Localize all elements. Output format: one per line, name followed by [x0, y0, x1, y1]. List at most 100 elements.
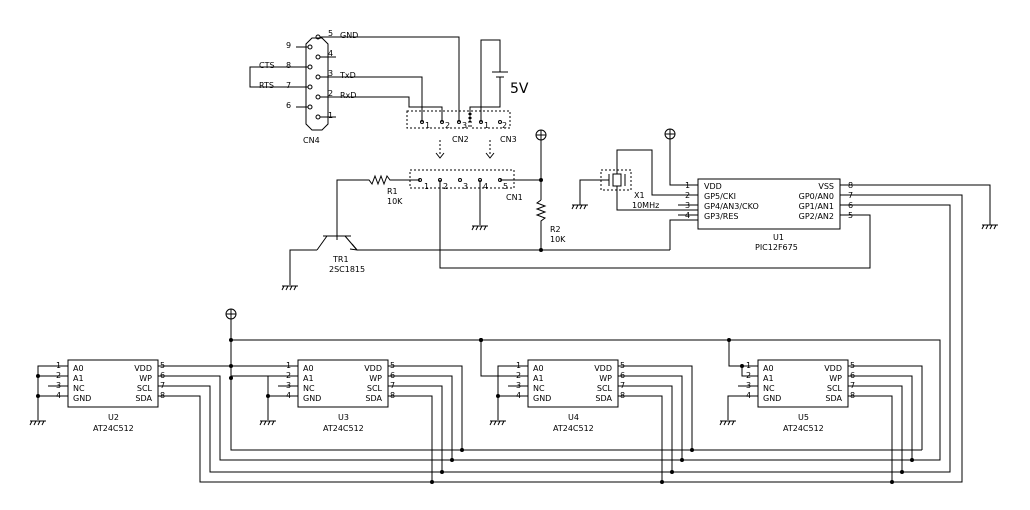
eeprom-bus-wires [408, 365, 923, 484]
u1-pin-1-num: 1 [685, 181, 690, 190]
supply-label: 5V [510, 81, 529, 97]
u4-pin-7-num: 7 [620, 381, 625, 390]
u5-pin-4-num: 4 [746, 391, 751, 400]
u4-pin-4-num: 4 [516, 391, 521, 400]
junction-dots [479, 338, 483, 342]
u4-pin-8-num: 8 [620, 391, 625, 400]
ground-symbol-u4 [489, 420, 506, 426]
u5-pin-1-name: A0 [763, 364, 774, 373]
eeprom-u5: 1 2 3 4 A0 A1 NC GND VDD WP SCL SDA 5 6 … [719, 338, 868, 433]
u3-pin-6-name: WP [369, 374, 382, 383]
cn4-pin-7-num: 7 [286, 81, 291, 90]
wire-vss-gnd [860, 184, 991, 225]
u2-pin-6-num: 6 [160, 371, 165, 380]
crystal-x1: X1 10MHz [579, 149, 698, 211]
u1-pin-7-name: GP0/AN0 [799, 192, 834, 201]
ground-symbol-tr1 [281, 285, 298, 291]
u2-pin-2-name: A1 [73, 374, 84, 383]
u1-pin-3-name: GP4/AN3/CKO [704, 202, 759, 211]
cn3-header: 1 2 CN3 [470, 110, 517, 144]
u2-pin-8-name: SDA [135, 394, 152, 403]
u1-pin-8-name: VSS [818, 182, 834, 191]
u5-ref: U5 [798, 413, 809, 422]
u5-pin-7-name: SCL [827, 384, 843, 393]
u2-pin-5-num: 5 [160, 361, 165, 370]
u5-pin-4-name: GND [763, 394, 781, 403]
wire-cn1-pin2-to-gp2 [439, 180, 871, 269]
eeprom-u3: 1 2 3 4 A0 A1 NC GND VDD WP SCL SDA 5 6 … [231, 359, 408, 433]
u1-pin-7-num: 7 [848, 191, 853, 200]
u4-pin-2-name: A1 [533, 374, 544, 383]
cn4-pin-2-num: 2 [328, 89, 333, 98]
cn1-ref: CN1 [506, 193, 523, 202]
cn4-pin-2-label: RxD [340, 91, 356, 100]
u1-pin-3-num: 3 [685, 201, 690, 210]
u4-pin-3-num: 3 [516, 381, 521, 390]
u5-pin-5-num: 5 [850, 361, 855, 370]
cn3-pin-1: 1 [484, 121, 489, 130]
u5-pin-2-num: 2 [746, 371, 751, 380]
r1-value: 10K [387, 197, 403, 206]
cn4-pin-6-num: 6 [286, 101, 291, 110]
u1-pin-1-name: VDD [704, 182, 722, 191]
u5-pin-2-name: A1 [763, 374, 774, 383]
wire-gp1 [180, 204, 951, 473]
battery-5v: 5V [469, 39, 529, 122]
u5-pin-1-num: 1 [746, 361, 751, 370]
u5-pin-8-name: SDA [825, 394, 842, 403]
u4-pin-5-num: 5 [620, 361, 625, 370]
u2-pin-3-name: NC [73, 384, 85, 393]
wire-rxd [336, 96, 443, 122]
cn1-header: 1 2 3 4 5 CN1 [409, 169, 523, 202]
vdd-symbol-u1 [664, 128, 698, 186]
ground-symbol-u3 [259, 420, 276, 426]
cn1-pin-1: 1 [424, 182, 429, 191]
u2-pin-5-name: VDD [134, 364, 152, 373]
cn1-pin-3: 3 [463, 182, 468, 191]
u3-ref: U3 [338, 413, 349, 422]
ground-symbol-u5 [719, 420, 736, 426]
cn1-pin-4: 4 [483, 182, 488, 191]
cn2-header: 1 2 3 CN2 [406, 110, 470, 144]
cn2-pin-3: 3 [462, 121, 467, 130]
u3-pin-4-num: 4 [286, 391, 291, 400]
u1-pin-5-name: GP2/AN2 [799, 212, 834, 221]
eeprom-u4: 1 2 3 4 A0 A1 NC GND VDD WP SCL SDA 5 6 … [479, 338, 638, 433]
u5-pin-6-name: WP [829, 374, 842, 383]
u4-part: AT24C512 [553, 424, 594, 433]
u4-ref: U4 [568, 413, 579, 422]
u3-part: AT24C512 [323, 424, 364, 433]
u4-pin-5-name: VDD [594, 364, 612, 373]
u2-ref: U2 [108, 413, 119, 422]
transistor-tr1: TR1 2SC1815 [289, 235, 670, 285]
cn4-pin-4-num: 4 [328, 49, 333, 58]
u1-ref: U1 [773, 233, 784, 242]
cn4-pin-3-num: 3 [328, 69, 333, 78]
u1-pin-8-num: 8 [848, 181, 853, 190]
resistor-r2: R2 10K [535, 199, 566, 252]
cn4-pin-8-num: 8 [286, 61, 291, 70]
u2-pin-2-num: 2 [56, 371, 61, 380]
u2-pin-1-num: 1 [56, 361, 61, 370]
u4-pin-6-name: WP [599, 374, 612, 383]
resistor-r1: R1 10K [336, 174, 420, 240]
cn2-ref: CN2 [452, 135, 469, 144]
u3-pin-2-name: A1 [303, 374, 314, 383]
u3-pin-4-name: GND [303, 394, 321, 403]
ground-symbol-cn1 [471, 180, 488, 231]
u4-pin-2-num: 2 [516, 371, 521, 380]
cn4-pin-1-num: 1 [328, 111, 333, 120]
u2-pin-6-name: WP [139, 374, 152, 383]
u1-pin-6-name: GP1/AN1 [799, 202, 834, 211]
cn3-pin-2: 2 [502, 121, 507, 130]
u2-pin-8-num: 8 [160, 391, 165, 400]
u1-pin-4-num: 4 [685, 211, 690, 220]
u2-pin-4-name: GND [73, 394, 91, 403]
u2-pin-7-num: 7 [160, 381, 165, 390]
vdd-rail-cn1 [500, 129, 547, 200]
u5-pin-5-name: VDD [824, 364, 842, 373]
x1-ref: X1 [634, 191, 645, 200]
u3-pin-8-name: SDA [365, 394, 382, 403]
u1-pin-4-name: GP3/RES [704, 212, 739, 221]
u1-pin-2-name: GP5/CKI [704, 192, 736, 201]
